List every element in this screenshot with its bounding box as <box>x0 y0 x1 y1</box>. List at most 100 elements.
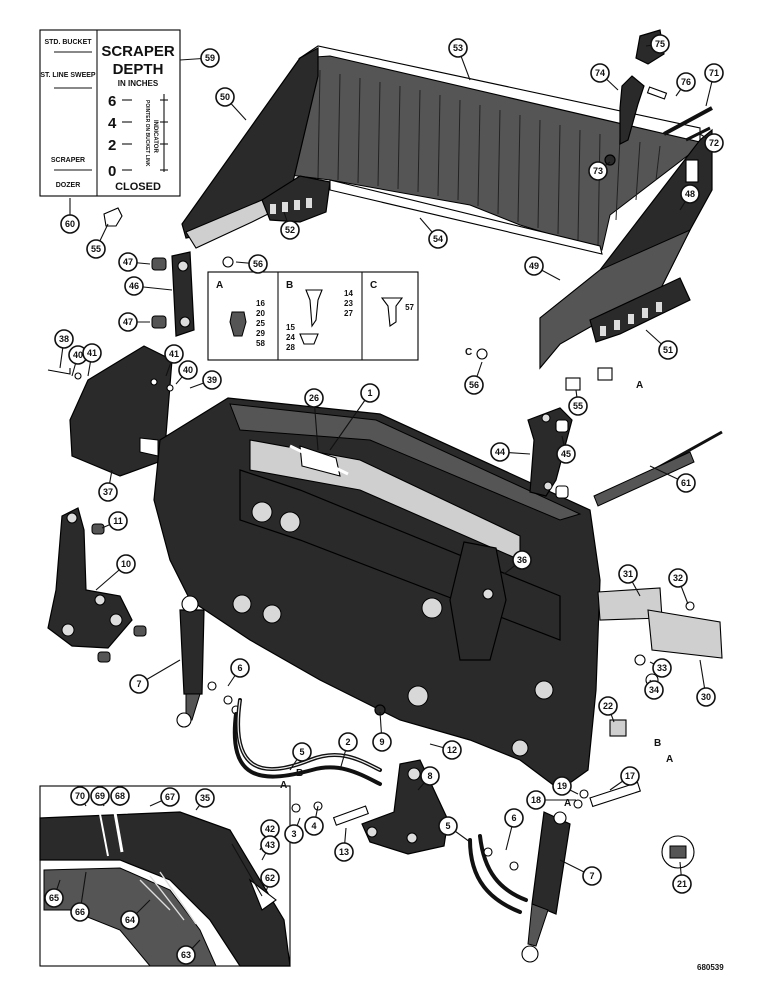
callout-number: 40 <box>183 365 193 375</box>
scraper-depth-decal: STD. BUCKET ST. LINE SWEEP SCRAPER DOZER… <box>39 29 181 197</box>
callout-71: 71 <box>704 63 724 107</box>
callout-number: 71 <box>709 68 719 78</box>
callout-number: 63 <box>181 950 191 960</box>
callout-number: 76 <box>681 77 691 87</box>
callout-number: 30 <box>701 692 711 702</box>
callout-circle <box>86 239 106 259</box>
callout-47: 47 <box>118 252 151 272</box>
marker-b-left: B <box>296 768 303 779</box>
marker-a-cyl: A <box>564 798 571 809</box>
reference-number: 680539 <box>697 963 724 972</box>
callout-number: 65 <box>49 893 59 903</box>
callout-circle <box>420 766 440 786</box>
decal-label-st-line-sweep: ST. LINE SWEEP <box>40 72 96 79</box>
callout-circle <box>260 868 280 888</box>
inset-b-ref-2: 23 <box>344 299 353 308</box>
callout-number: 55 <box>91 244 101 254</box>
callout-72: 72 <box>699 133 724 153</box>
callout-circle <box>215 87 235 107</box>
callout-number: 6 <box>511 813 516 823</box>
callout-62: 62 <box>260 868 280 893</box>
callout-circle <box>70 902 90 922</box>
callout-number: 45 <box>561 449 571 459</box>
callout-number: 47 <box>123 257 133 267</box>
callout-11: 11 <box>101 511 128 531</box>
callout-30: 30 <box>696 659 716 707</box>
callout-circle <box>428 229 448 249</box>
callout-number: 52 <box>285 225 295 235</box>
callout-number: 50 <box>220 92 230 102</box>
callout-number: 21 <box>677 879 687 889</box>
callout-number: 7 <box>589 871 594 881</box>
callout-circle <box>60 214 80 234</box>
callout-number: 41 <box>87 348 97 358</box>
decal-side-text-pointer: POINTER ON BUCKET LINK <box>144 100 150 167</box>
decal-tick-marks <box>122 94 168 172</box>
callout-circle <box>108 511 128 531</box>
callout-number: 10 <box>121 559 131 569</box>
inset-a-ref-3: 25 <box>256 319 265 328</box>
callout-circle <box>292 742 312 762</box>
callout-37: 37 <box>98 469 118 502</box>
callout-number: 11 <box>113 516 123 526</box>
callout-number: 32 <box>673 573 683 583</box>
callout-circle <box>118 252 138 272</box>
callout-number: 3 <box>291 829 296 839</box>
callout-64: 64 <box>120 899 151 930</box>
callout-76: 76 <box>675 72 696 97</box>
callout-40: 40 <box>175 360 198 385</box>
callout-number: 42 <box>265 824 275 834</box>
marker-a-right: A <box>636 380 643 391</box>
callout-circle <box>658 340 678 360</box>
spring-21 <box>669 845 687 859</box>
callout-circle <box>338 732 358 752</box>
callout-51: 51 <box>645 329 678 360</box>
bucket-shell <box>181 45 713 370</box>
callout-70: 70 <box>70 786 90 807</box>
decal-title-scraper: SCRAPER <box>101 43 175 60</box>
callout-circle <box>582 866 602 886</box>
callout-46: 46 <box>124 276 173 296</box>
callout-21: 21 <box>672 861 692 894</box>
callout-75: 75 <box>645 34 670 54</box>
inset-b-ref-1: 14 <box>344 289 353 298</box>
callout-circle <box>260 835 280 855</box>
marker-b-right: B <box>654 738 661 749</box>
callout-65: 65 <box>44 879 64 908</box>
left-edge-teeth <box>270 198 312 214</box>
callout-circle <box>334 842 354 862</box>
callout-38: 38 <box>54 329 74 369</box>
detail-inset <box>39 785 291 967</box>
callout-number: 18 <box>531 795 541 805</box>
callout-number: 2 <box>345 737 350 747</box>
marker-a-bottom: A <box>666 754 673 765</box>
callout-circle <box>556 444 576 464</box>
callout-number: 39 <box>207 375 217 385</box>
callout-44: 44 <box>490 442 531 462</box>
callout-50: 50 <box>215 87 247 121</box>
main-frame <box>153 397 601 791</box>
callout-circle <box>176 945 196 965</box>
callout-number: 41 <box>169 349 179 359</box>
callout-number: 7 <box>136 679 141 689</box>
callout-number: 19 <box>557 781 567 791</box>
callout-circle <box>676 473 696 493</box>
callout-54: 54 <box>419 217 448 249</box>
callout-7: 7 <box>559 859 602 886</box>
callout-1: 1 <box>329 383 380 451</box>
callout-59: 59 <box>179 48 220 68</box>
callout-53: 53 <box>448 38 471 81</box>
callout-number: 36 <box>517 555 527 565</box>
callout-number: 13 <box>339 847 349 857</box>
callout-circle <box>526 790 546 810</box>
callout-number: 33 <box>657 663 667 673</box>
callout-circle <box>195 788 215 808</box>
inset-a-ref-4: 29 <box>256 329 265 338</box>
inset-a-ref-5: 58 <box>256 339 265 348</box>
callout-5: 5 <box>289 742 312 771</box>
callout-3: 3 <box>284 817 304 844</box>
inset-a-ref-1: 16 <box>256 299 265 308</box>
callout-circle <box>82 343 102 363</box>
